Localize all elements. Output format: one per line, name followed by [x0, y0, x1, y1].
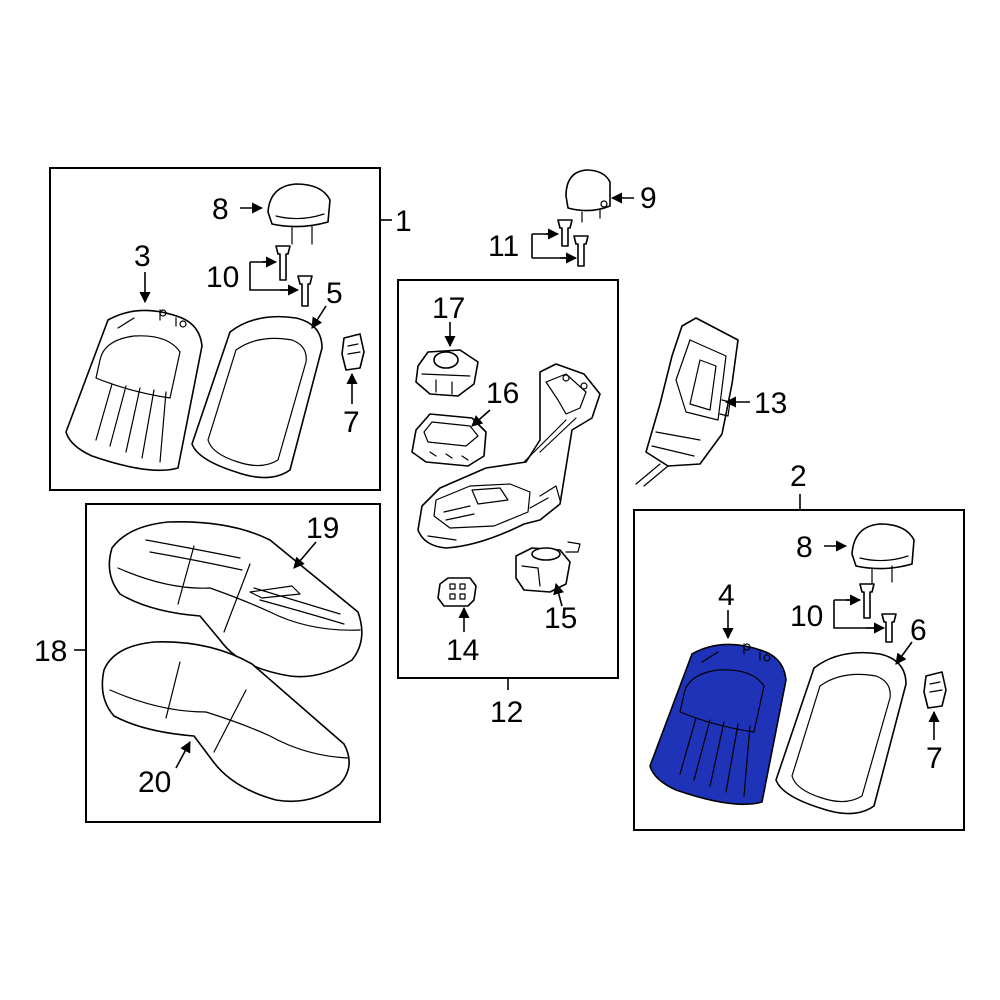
callout-9[interactable]: 9 — [640, 182, 657, 215]
group-18-box — [85, 503, 381, 823]
callout-15[interactable]: 15 — [544, 602, 577, 635]
clip-left[interactable] — [341, 333, 365, 371]
group-1-box — [49, 167, 381, 491]
callout-5[interactable]: 5 — [326, 277, 343, 310]
backrest-frame-right[interactable] — [775, 651, 907, 815]
headrest-center[interactable] — [565, 169, 611, 223]
callout-18[interactable]: 18 — [34, 635, 67, 668]
callout-19[interactable]: 19 — [306, 512, 339, 545]
group-2-box — [633, 509, 965, 831]
callout-8-right[interactable]: 8 — [796, 531, 813, 564]
headrest-left[interactable] — [267, 183, 331, 245]
power-socket[interactable] — [515, 541, 581, 593]
controller-knob[interactable] — [415, 349, 479, 397]
callout-2[interactable]: 2 — [790, 460, 807, 493]
callout-20[interactable]: 20 — [138, 766, 171, 799]
switch-block[interactable] — [437, 577, 477, 607]
callout-6[interactable]: 6 — [910, 614, 927, 647]
callout-10-right[interactable]: 10 — [790, 600, 823, 633]
callout-17[interactable]: 17 — [432, 292, 465, 325]
backrest-cover-left[interactable] — [65, 309, 203, 472]
callout-13[interactable]: 13 — [754, 387, 787, 420]
headrest-guides-right[interactable] — [859, 583, 897, 643]
callout-16[interactable]: 16 — [486, 377, 519, 410]
callout-11[interactable]: 11 — [488, 230, 519, 263]
armrest-assembly[interactable] — [417, 363, 601, 549]
headrest-guides-center[interactable] — [557, 219, 589, 267]
callout-7-left[interactable]: 7 — [343, 406, 360, 439]
clip-right[interactable] — [923, 671, 947, 709]
callout-8-left[interactable]: 8 — [212, 193, 229, 226]
headrest-right[interactable] — [851, 523, 915, 585]
callout-14[interactable]: 14 — [446, 634, 479, 667]
seat-cushion-pad[interactable] — [101, 641, 350, 803]
backrest-frame-left[interactable] — [191, 315, 323, 479]
callout-7-right[interactable]: 7 — [926, 742, 943, 775]
callout-4[interactable]: 4 — [718, 579, 735, 612]
headrest-guides-left[interactable] — [275, 245, 313, 307]
callout-3[interactable]: 3 — [134, 240, 151, 273]
callout-1[interactable]: 1 — [395, 205, 412, 238]
callout-12[interactable]: 12 — [490, 696, 523, 729]
storage-tray[interactable] — [411, 413, 487, 467]
seat-cushion-cover[interactable] — [108, 521, 363, 678]
backrest-cover-right-highlighted[interactable] — [649, 643, 787, 806]
callout-10-left[interactable]: 10 — [206, 261, 239, 294]
armrest-bracket[interactable] — [635, 317, 739, 487]
